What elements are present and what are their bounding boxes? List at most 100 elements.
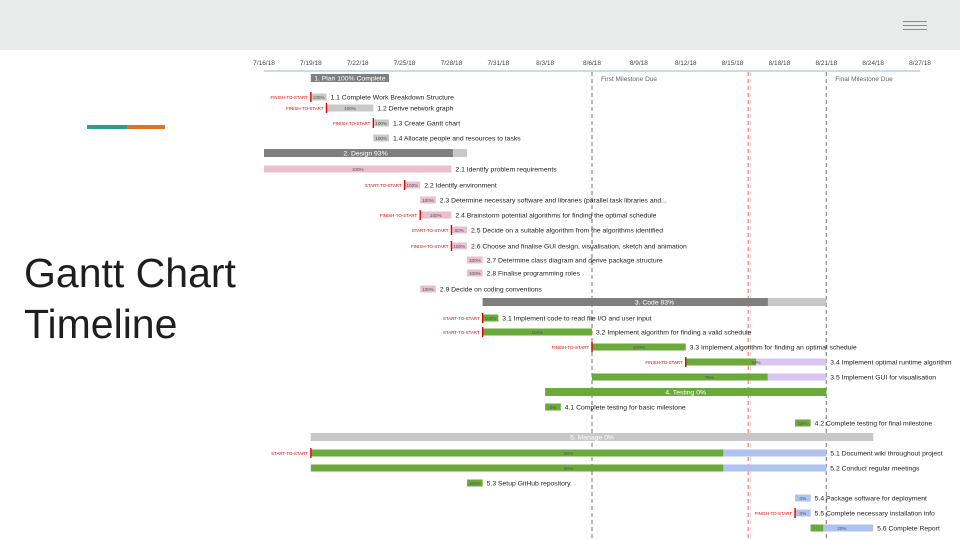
task-bar bbox=[685, 358, 756, 366]
hamburger-menu-icon[interactable] bbox=[903, 21, 927, 30]
summary-bar-progress bbox=[482, 298, 768, 306]
dependency-label: FINISH-TO-START bbox=[271, 95, 309, 100]
task-bar bbox=[310, 449, 724, 457]
task-bar bbox=[404, 181, 421, 189]
dependency-label: FINISH-TO-START bbox=[380, 213, 418, 218]
summary-bar-progress bbox=[264, 149, 453, 157]
task-percent-label: 50% bbox=[798, 421, 807, 426]
task-label: 5.2 Conduct regular meetings bbox=[830, 466, 920, 473]
task-percent-label: 100% bbox=[375, 121, 387, 126]
dependency-label: START-TO-START bbox=[443, 330, 480, 335]
task-percent-label: 100% bbox=[352, 167, 364, 172]
task-bar bbox=[810, 524, 824, 532]
summary-bar-label: 3. Code 83% bbox=[635, 300, 674, 307]
summary-bar-label: 2. Design 93% bbox=[343, 151, 387, 158]
task-bar bbox=[451, 226, 468, 234]
task-bar bbox=[310, 464, 724, 472]
task-percent-label: 100% bbox=[469, 271, 481, 276]
task-percent-label: 0% bbox=[800, 496, 807, 501]
task-label: 2.9 Decide on coding conventions bbox=[440, 287, 543, 294]
task-bar bbox=[545, 403, 561, 411]
task-bar bbox=[310, 93, 327, 101]
slide-title: Gantt Chart Timeline bbox=[24, 248, 264, 351]
task-percent-label: 0% bbox=[800, 511, 807, 516]
task-percent-label: 75% bbox=[705, 375, 714, 380]
task-label: 2.8 Finalise programming roles bbox=[487, 271, 581, 278]
dependency-label: START-TO-START bbox=[443, 316, 480, 321]
task-bar bbox=[451, 242, 468, 250]
slide-title-line-1: Gantt Chart bbox=[24, 250, 236, 296]
task-percent-label: 100% bbox=[344, 106, 356, 111]
x-tick-label: 8/15/18 bbox=[722, 60, 744, 67]
milestone-label: First Milestone Due bbox=[601, 76, 657, 83]
task-label: 1.4 Allocate people and resources to tas… bbox=[393, 136, 521, 143]
task-bar bbox=[795, 419, 811, 427]
x-tick-label: 7/19/18 bbox=[300, 60, 322, 67]
dependency-label: START-TO-START bbox=[271, 451, 308, 456]
summary-bar-progress bbox=[310, 433, 874, 441]
task-percent-label: 100% bbox=[422, 287, 434, 292]
task-percent-label: 100% bbox=[453, 244, 465, 249]
task-bar bbox=[482, 328, 592, 336]
task-bar bbox=[482, 314, 499, 322]
dependency-label: FINISH-TO-START bbox=[286, 106, 324, 111]
x-tick-label: 8/21/18 bbox=[815, 60, 837, 67]
summary-bar-label: 4. Testing 0% bbox=[665, 390, 706, 397]
summary-bar-label: 5. Manage 0% bbox=[570, 435, 614, 442]
task-percent-label: 100% bbox=[633, 345, 645, 350]
task-label: 2.2 Identify environment bbox=[424, 183, 497, 190]
dependency-label: FINISH-TO-START bbox=[552, 345, 590, 350]
task-bar bbox=[420, 196, 436, 204]
dependency-label: FINISH-TO-START bbox=[333, 121, 371, 126]
task-bar-remaining bbox=[810, 524, 874, 532]
x-tick-label: 7/16/18 bbox=[253, 60, 275, 67]
dependency-label: START-TO-START bbox=[412, 228, 449, 233]
task-bar bbox=[373, 119, 389, 127]
task-label: 2.3 Determine necessary software and lib… bbox=[440, 198, 667, 205]
task-bar bbox=[467, 479, 483, 487]
x-tick-label: 8/24/18 bbox=[862, 60, 884, 67]
task-bar bbox=[467, 269, 483, 277]
task-label: 3.2 Implement algorithm for finding a va… bbox=[596, 330, 751, 337]
task-percent-label: 100% bbox=[430, 213, 442, 218]
task-percent-label: 0% bbox=[550, 405, 557, 410]
summary-bar-label: 1. Plan 100% Complete bbox=[314, 76, 386, 83]
task-bar bbox=[420, 285, 436, 293]
summary-bar-progress bbox=[310, 74, 389, 82]
task-bar bbox=[467, 256, 483, 264]
task-bar bbox=[264, 165, 452, 173]
top-bar bbox=[0, 0, 960, 50]
summary-bar-progress bbox=[545, 388, 827, 396]
dependency-label: FINISH-TO-START bbox=[411, 244, 449, 249]
task-label: 3.4 Implement optimal runtime algorithm bbox=[830, 360, 952, 367]
task-label: 5.1 Document wiki throughout project bbox=[830, 451, 942, 458]
dependency-label: FINISH-TO-START bbox=[645, 360, 683, 365]
x-tick-label: 7/22/18 bbox=[347, 60, 369, 67]
task-bar bbox=[326, 104, 374, 112]
task-label: 4.2 Complete testing for final milestone bbox=[815, 421, 933, 428]
task-label: 1.3 Create Gantt chart bbox=[393, 121, 460, 128]
task-percent-label: 100% bbox=[469, 481, 481, 486]
task-percent-label: 80% bbox=[564, 466, 573, 471]
task-percent-label: 50% bbox=[751, 360, 760, 365]
task-percent-label: 100% bbox=[422, 198, 434, 203]
x-tick-label: 8/6/18 bbox=[583, 60, 601, 67]
dependency-label: START-TO-START bbox=[365, 183, 402, 188]
task-label: 5.3 Setup GitHub repository bbox=[487, 481, 571, 488]
task-bar bbox=[420, 211, 452, 219]
task-label: 2.1 Identify problem requirements bbox=[455, 167, 557, 174]
task-percent-label: 100% bbox=[313, 95, 325, 100]
task-bar bbox=[592, 343, 686, 351]
x-tick-label: 8/27/18 bbox=[909, 60, 931, 67]
task-label: 2.5 Decide on a suitable algorithm from … bbox=[471, 228, 663, 235]
task-label: 3.5 Implement GUI for visualisation bbox=[830, 375, 936, 382]
x-tick-label: 8/3/18 bbox=[536, 60, 554, 67]
x-tick-label: 8/18/18 bbox=[769, 60, 791, 67]
task-percent-label: 100% bbox=[485, 316, 497, 321]
x-tick-label: 7/25/18 bbox=[394, 60, 416, 67]
task-label: 2.7 Determine class diagram and derive p… bbox=[487, 258, 663, 265]
dependency-label: FINISH-TO-START bbox=[755, 511, 793, 516]
x-tick-label: 8/9/18 bbox=[630, 60, 648, 67]
milestone-label: Final Milestone Due bbox=[835, 76, 893, 83]
